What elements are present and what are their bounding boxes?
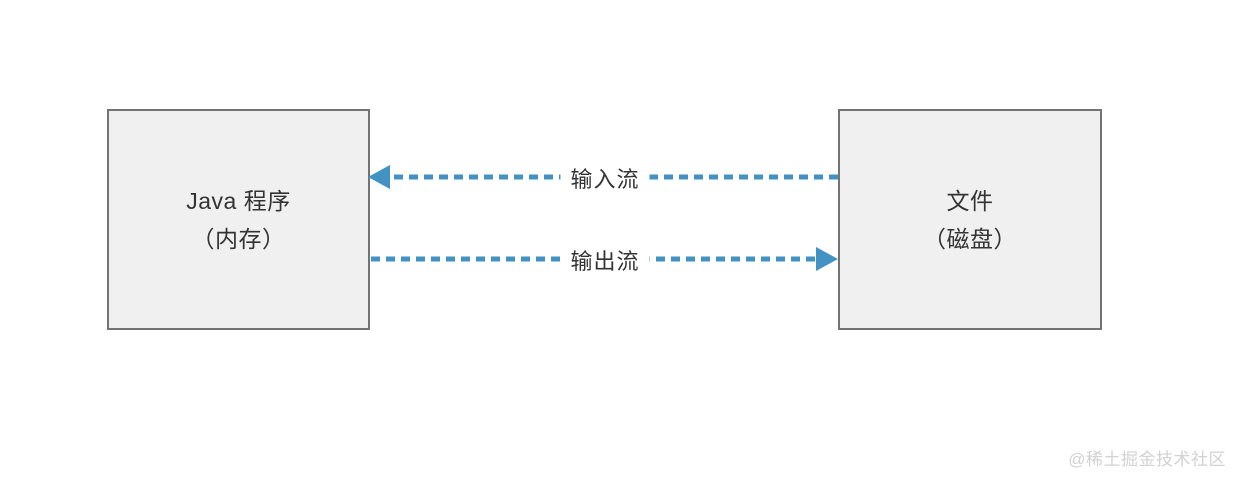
edge-output-stream[interactable] xyxy=(371,247,838,271)
edge-label-output-stream: 输出流 xyxy=(560,244,650,276)
node-file-disk[interactable]: 文件 （磁盘） xyxy=(838,109,1102,330)
node-file-disk-line2: （磁盘） xyxy=(923,225,1017,252)
node-java-program-line2: （内存） xyxy=(191,225,286,252)
arrowhead-right-icon xyxy=(816,247,838,271)
node-file-disk-line1: 文件 xyxy=(946,187,994,214)
node-java-program-line1: Java 程序 xyxy=(186,187,291,214)
watermark: @稀土掘金技术社区 xyxy=(1068,450,1226,469)
arrowhead-left-icon xyxy=(368,165,390,189)
node-java-program[interactable]: Java 程序 （内存） xyxy=(107,109,370,330)
edge-label-input-stream: 输入流 xyxy=(560,162,650,194)
